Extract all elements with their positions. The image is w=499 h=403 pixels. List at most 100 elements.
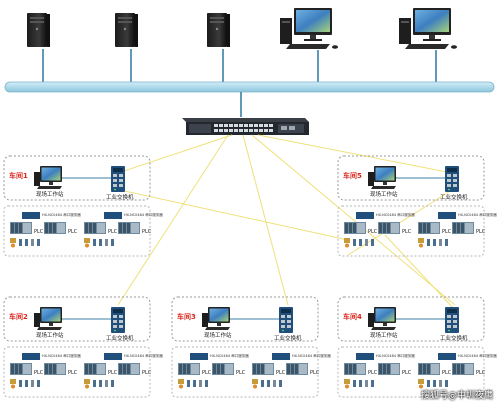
workshop-group-4 — [171, 296, 319, 398]
field-devices — [84, 379, 114, 389]
plc-label: PLC — [402, 370, 412, 376]
plc-label: PLC — [236, 370, 246, 376]
field-devices — [10, 379, 40, 389]
serial-server — [22, 353, 40, 360]
serial-server-label: HX-NC0484 串口服务器 — [376, 354, 415, 358]
plc-label: PLC — [34, 370, 44, 376]
serial-server — [272, 353, 290, 360]
server-tower-1 — [27, 13, 50, 47]
plc-unit — [10, 363, 32, 375]
plc-unit — [378, 363, 400, 375]
device-frame — [337, 346, 485, 398]
workshop-group-1 — [3, 155, 151, 257]
serial-server — [438, 353, 456, 360]
field-devices — [344, 238, 374, 248]
switch-label: 工业交换机 — [274, 336, 302, 342]
plc-label: PLC — [142, 229, 152, 235]
industrial-switch — [445, 166, 459, 192]
plc-unit — [178, 363, 200, 375]
station-label: 现场工作站 — [36, 333, 64, 339]
serial-server-label: HX-NC0484 串口服务器 — [42, 354, 81, 358]
workshop-title: 车间3 — [177, 313, 196, 321]
workshop-group-2 — [337, 155, 485, 257]
station-label: 现场工作站 — [370, 192, 398, 198]
station-label: 现场工作站 — [370, 333, 398, 339]
plc-label: PLC — [142, 370, 152, 376]
plc-label: PLC — [108, 229, 118, 235]
plc-unit — [44, 363, 66, 375]
field-workstation — [202, 307, 230, 330]
field-devices — [418, 238, 448, 248]
plc-unit — [10, 222, 32, 234]
plc-label: PLC — [368, 370, 378, 376]
field-devices — [344, 379, 374, 389]
plc-unit — [118, 222, 140, 234]
backbone-drop-lines — [42, 49, 437, 82]
plc-unit — [344, 222, 366, 234]
station-label: 现场工作站 — [36, 192, 64, 198]
serial-server-label: HX-NC0484 串口服务器 — [376, 213, 415, 217]
plc-unit — [344, 363, 366, 375]
industrial-switch — [111, 166, 125, 192]
field-workstation — [34, 307, 62, 330]
serial-server-label: HX-NC0484 串口服务器 — [124, 213, 163, 217]
plc-unit — [118, 363, 140, 375]
plc-label: PLC — [368, 229, 378, 235]
core-switch — [182, 118, 309, 135]
device-frame — [3, 205, 151, 257]
plc-label: PLC — [276, 370, 286, 376]
field-devices — [252, 379, 282, 389]
serial-server-label: HX-NC0484 串口服务器 — [458, 354, 497, 358]
plc-label: PLC — [34, 229, 44, 235]
serial-server-label: HX-NC0484 串口服务器 — [210, 354, 249, 358]
workshop-title: 车间5 — [343, 172, 362, 180]
plc-unit — [212, 363, 234, 375]
plc-label: PLC — [402, 229, 412, 235]
industrial-switch — [111, 307, 125, 333]
switch-label: 工业交换机 — [106, 336, 134, 342]
serial-server — [104, 353, 122, 360]
plc-unit — [252, 363, 274, 375]
watermark: 搜狐号@中圳夜鹰 — [420, 391, 493, 401]
field-workstation — [368, 307, 396, 330]
plc-label: PLC — [476, 229, 486, 235]
field-workstation — [34, 166, 62, 189]
serial-server — [356, 212, 374, 219]
server-tower-2 — [115, 13, 138, 47]
workshop-title: 车间4 — [343, 313, 362, 321]
serial-server — [438, 212, 456, 219]
plc-label: PLC — [68, 370, 78, 376]
plc-unit — [418, 222, 440, 234]
device-frame — [3, 346, 151, 398]
network-backbone — [4, 81, 495, 93]
plc-label: PLC — [202, 370, 212, 376]
industrial-switch — [279, 307, 293, 333]
serial-server-label: HX-NC0484 串口服务器 — [458, 213, 497, 217]
workstation-pc-2 — [399, 8, 457, 49]
switch-label: 工业交换机 — [440, 195, 468, 201]
plc-unit — [84, 222, 106, 234]
device-frame — [337, 205, 485, 257]
field-devices — [178, 379, 208, 389]
workstation-pc-1 — [280, 8, 338, 49]
server-tower-3 — [207, 13, 230, 47]
switch-label: 工业交换机 — [440, 336, 468, 342]
serial-server — [356, 353, 374, 360]
workshop-group-3 — [3, 296, 151, 398]
plc-unit — [44, 222, 66, 234]
plc-label: PLC — [68, 229, 78, 235]
field-devices — [10, 238, 40, 248]
switch-label: 工业交换机 — [106, 195, 134, 201]
plc-unit — [286, 363, 308, 375]
plc-label: PLC — [442, 370, 452, 376]
plc-unit — [452, 222, 474, 234]
plc-unit — [84, 363, 106, 375]
field-devices — [84, 238, 114, 248]
serial-server — [104, 212, 122, 219]
workshop-title: 车间1 — [9, 172, 28, 180]
serial-server — [22, 212, 40, 219]
field-workstation — [368, 166, 396, 189]
serial-server — [190, 353, 208, 360]
serial-server-label: HX-NC0484 串口服务器 — [292, 354, 331, 358]
